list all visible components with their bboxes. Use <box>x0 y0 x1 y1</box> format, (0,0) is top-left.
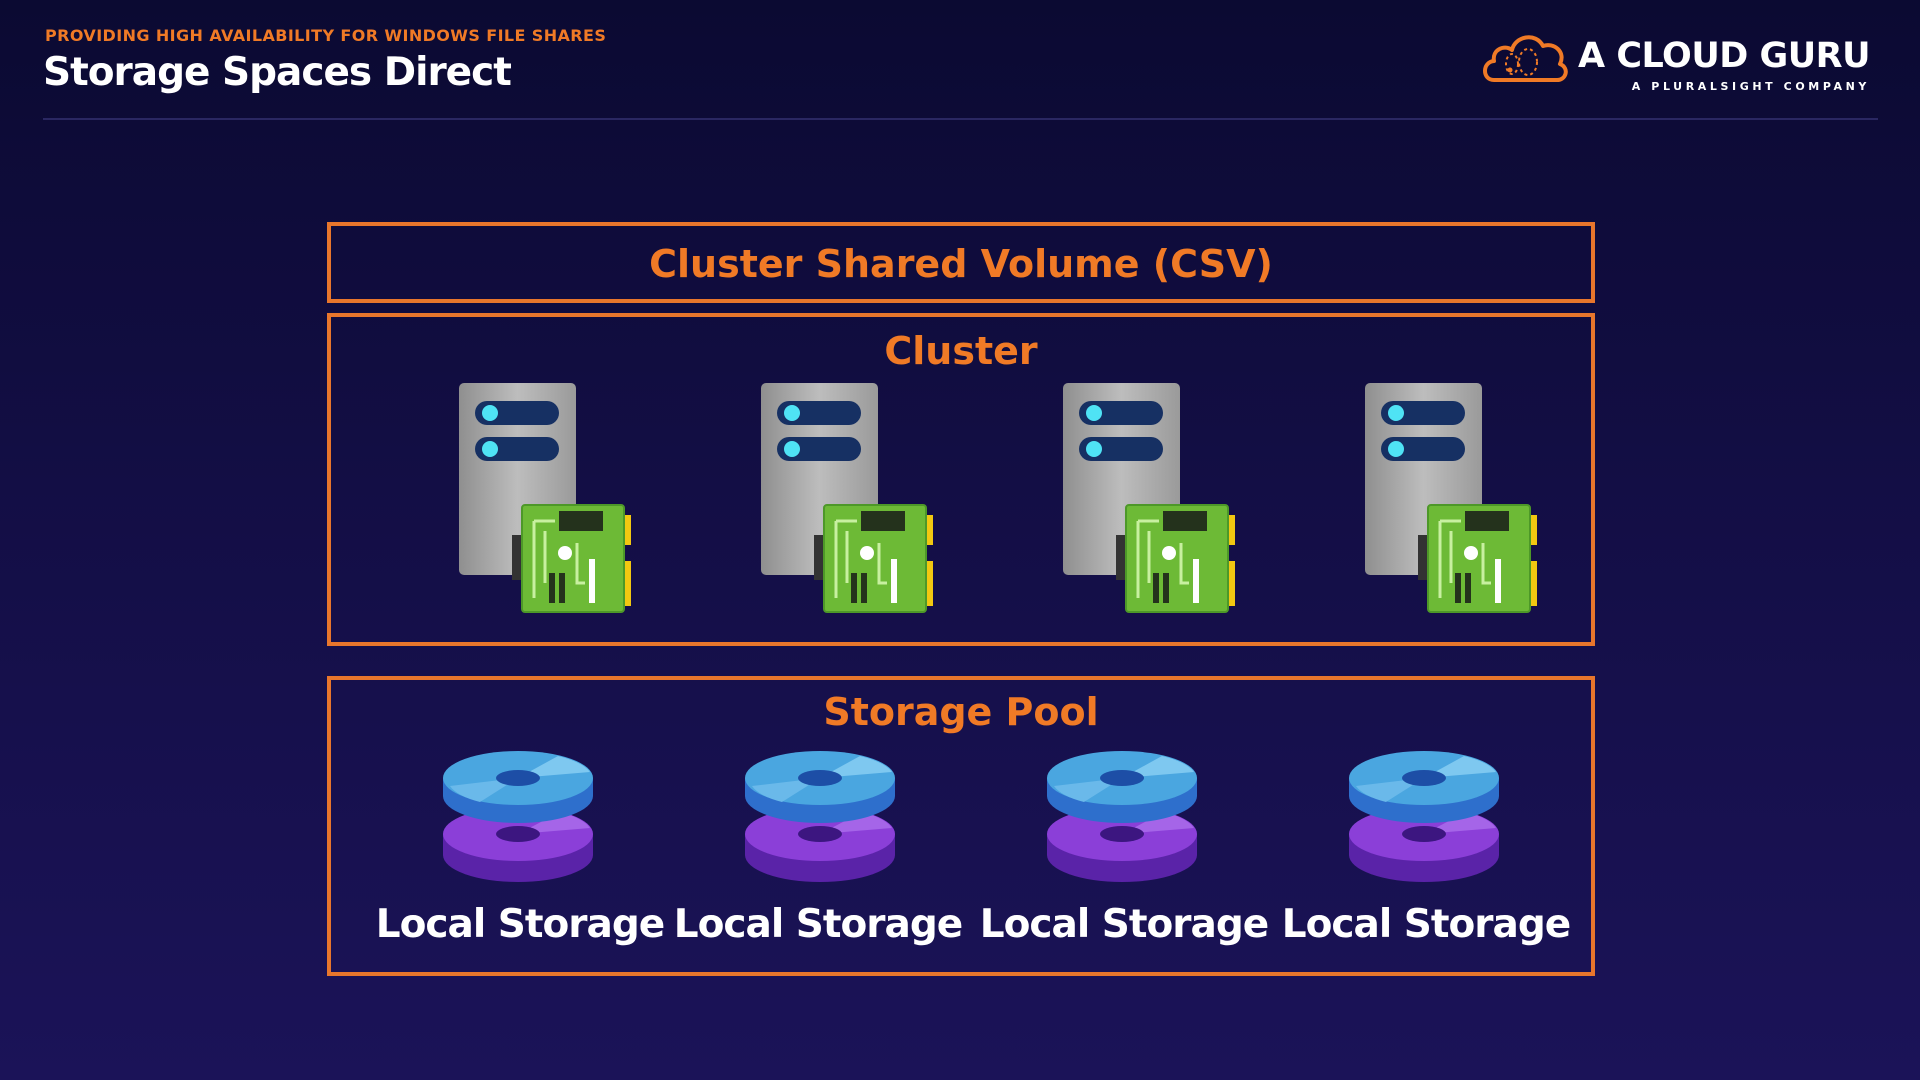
local-storage-label-1: Local Storage <box>375 902 665 947</box>
csv-title: Cluster Shared Volume (CSV) <box>649 242 1273 286</box>
disk-stack-2 <box>742 750 902 885</box>
storage-pool-box: Storage Pool Local Storage Local Storage <box>327 676 1595 976</box>
disk-stack-icon <box>1349 751 1499 882</box>
storage-pool-title: Storage Pool <box>823 690 1099 734</box>
server-with-nic-icon <box>761 383 933 613</box>
csv-box: Cluster Shared Volume (CSV) <box>327 222 1595 303</box>
cluster-node-2 <box>761 383 941 618</box>
disk-stack-icon <box>443 751 593 882</box>
local-storage-label-2: Local Storage <box>673 902 963 947</box>
disk-stack-4 <box>1346 750 1506 885</box>
disk-stack-icon <box>745 751 895 882</box>
server-with-nic-icon <box>1365 383 1537 613</box>
local-storage-label-3: Local Storage <box>979 902 1269 947</box>
local-storage-label-4: Local Storage <box>1281 902 1571 947</box>
cluster-title: Cluster <box>884 329 1038 373</box>
cluster-box: Cluster <box>327 313 1595 646</box>
logo-tagline: A PLURALSIGHT COMPANY <box>1631 80 1870 93</box>
logo-name: A CLOUD GURU <box>1578 36 1870 76</box>
cloud-logo-icon <box>1483 35 1568 82</box>
disk-stack-3 <box>1044 750 1204 885</box>
server-with-nic-icon <box>459 383 631 613</box>
header-subtitle: PROVIDING HIGH AVAILABILITY FOR WINDOWS … <box>45 26 607 45</box>
server-with-nic-icon <box>1063 383 1235 613</box>
cluster-node-1 <box>459 383 639 618</box>
brand-logo: A CLOUD GURU A PLURALSIGHT COMPANY <box>1480 24 1880 104</box>
cluster-node-4 <box>1365 383 1545 618</box>
disk-stack-1 <box>440 750 600 885</box>
disk-stack-icon <box>1047 751 1197 882</box>
cluster-node-3 <box>1063 383 1243 618</box>
page-title: Storage Spaces Direct <box>43 50 512 95</box>
header-divider <box>43 118 1878 120</box>
